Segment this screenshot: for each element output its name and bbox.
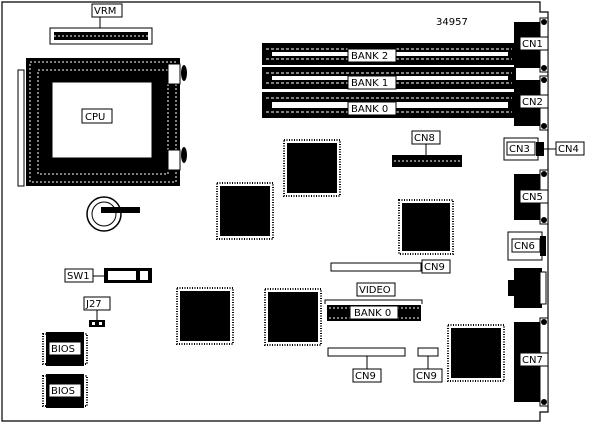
chip-3 bbox=[398, 199, 454, 255]
vrm-connector: VRM bbox=[49, 3, 153, 45]
cn4-label: CN4 bbox=[558, 144, 579, 155]
cn2-label: CN2 bbox=[522, 97, 543, 108]
cn1-connector: CN1 bbox=[514, 17, 549, 73]
chip-2 bbox=[216, 182, 274, 240]
sw1-switch: SW1 bbox=[64, 268, 152, 283]
vrm-label: VRM bbox=[94, 6, 116, 17]
memory-banks: BANK 2 BANK 1 BANK 0 bbox=[262, 43, 516, 118]
video-label: VIDEO bbox=[359, 285, 391, 296]
cn5-connector: CN5 bbox=[514, 169, 549, 225]
bios-top-label: BIOS bbox=[51, 344, 75, 355]
bios-bottom-label: BIOS bbox=[51, 386, 75, 397]
rear-port bbox=[508, 268, 547, 308]
cn9-top-connector: CN9 bbox=[330, 259, 451, 274]
bios-chip-bottom: BIOS bbox=[42, 374, 88, 408]
cn9-bottom-right-label: CN9 bbox=[416, 371, 437, 382]
chip-6 bbox=[447, 324, 505, 382]
bank-0-label: BANK 0 bbox=[351, 104, 388, 115]
battery bbox=[86, 196, 140, 232]
cn6-label: CN6 bbox=[514, 241, 535, 252]
bank-2-label: BANK 2 bbox=[351, 51, 388, 62]
chip-5 bbox=[264, 288, 322, 346]
cn7-label: CN7 bbox=[522, 355, 543, 366]
cn7-connector: CN7 bbox=[514, 317, 549, 407]
cn1-label: CN1 bbox=[522, 39, 543, 50]
cn8-label: CN8 bbox=[414, 133, 435, 144]
cn9-bottom-right-connector: CN9 bbox=[413, 347, 443, 383]
cn3-connector: CN3 bbox=[503, 137, 544, 161]
video-memory: VIDEO BANK 0 bbox=[324, 282, 423, 321]
j27-jumper: J27 bbox=[83, 296, 111, 327]
cn4-connector: CN4 bbox=[544, 141, 585, 156]
cn3-label: CN3 bbox=[509, 144, 530, 155]
cn8-connector: CN8 bbox=[392, 130, 462, 167]
cpu-socket: CPU bbox=[17, 58, 187, 187]
chip-4 bbox=[176, 287, 234, 345]
cpu-label: CPU bbox=[85, 112, 105, 123]
bank-1-label: BANK 1 bbox=[351, 78, 388, 89]
cn9-bottom-left-label: CN9 bbox=[355, 371, 376, 382]
chip-1 bbox=[283, 139, 341, 197]
bios-chip-top: BIOS bbox=[42, 332, 88, 366]
sw1-label: SW1 bbox=[67, 271, 90, 282]
cn5-label: CN5 bbox=[522, 192, 543, 203]
figure-number-text: 34957 bbox=[436, 17, 468, 28]
cn9-top-label: CN9 bbox=[424, 262, 445, 273]
j27-label: J27 bbox=[85, 299, 102, 310]
cn6-connector: CN6 bbox=[507, 231, 546, 261]
cn2-connector: CN2 bbox=[514, 75, 549, 131]
cn9-bottom-left-connector: CN9 bbox=[327, 347, 406, 383]
video-bank-0-label: BANK 0 bbox=[354, 308, 391, 319]
